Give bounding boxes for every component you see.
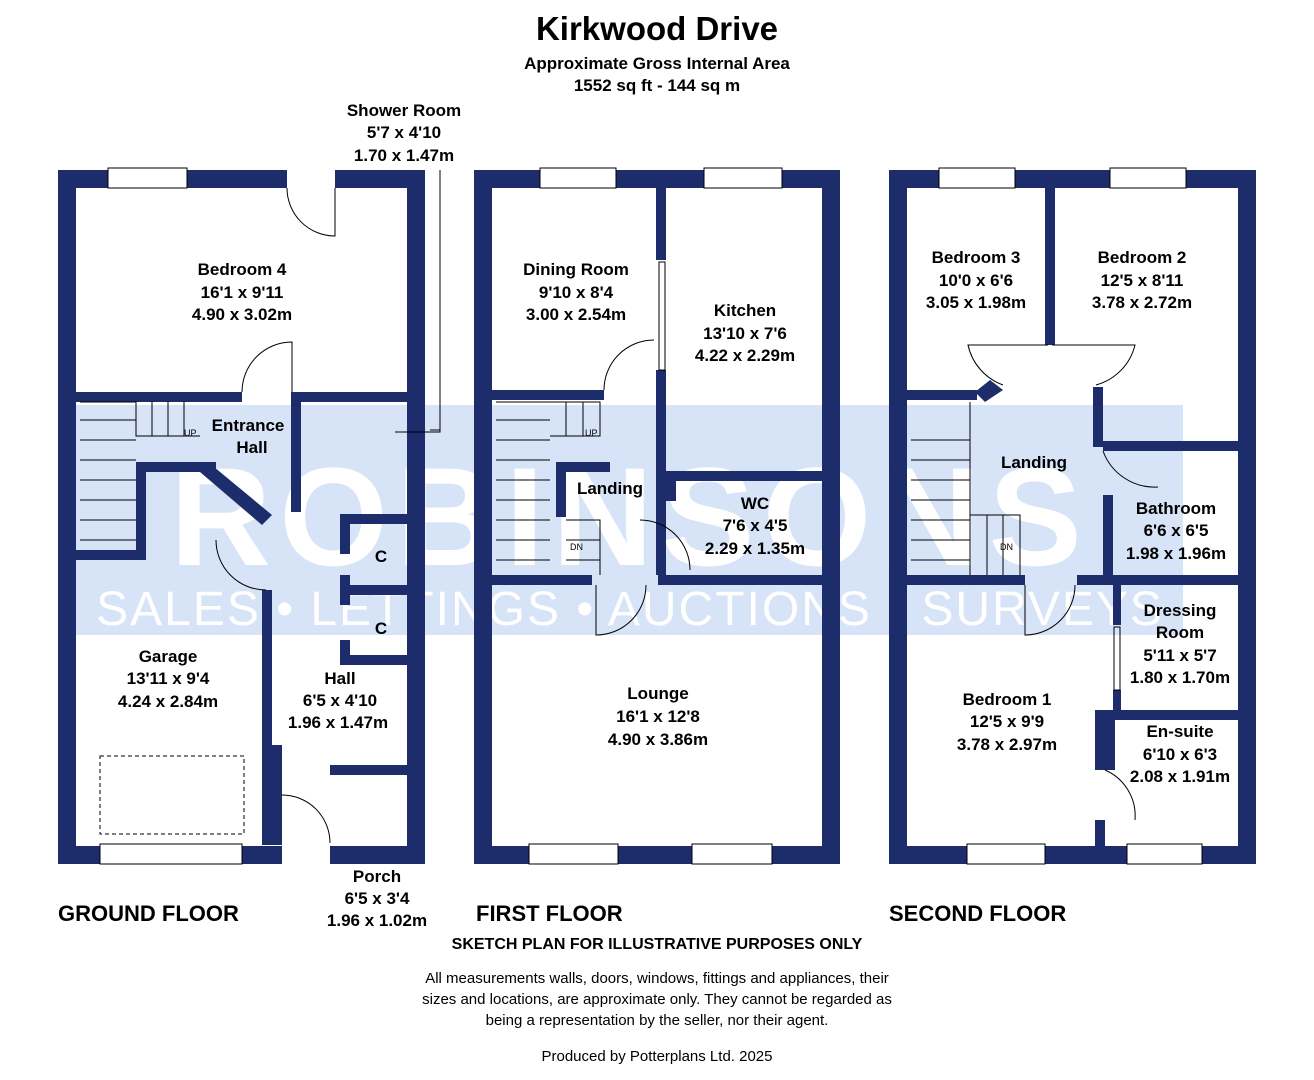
room-porch: Porch 6'5 x 3'4 1.96 x 1.02m bbox=[327, 867, 427, 930]
ground-floor-label: GROUND FLOOR bbox=[58, 901, 239, 926]
sketch-disclaimer: SKETCH PLAN FOR ILLUSTRATIVE PURPOSES ON… bbox=[451, 936, 863, 953]
ground-floor-walls bbox=[58, 170, 425, 864]
plan-subtitle: Approximate Gross Internal Area bbox=[524, 54, 790, 73]
svg-text:Bedroom 1: Bedroom 1 bbox=[963, 690, 1052, 709]
second-stair-down: DN bbox=[1000, 542, 1013, 552]
svg-text:4.22 x 2.29m: 4.22 x 2.29m bbox=[695, 346, 795, 365]
svg-text:5'11 x 5'7: 5'11 x 5'7 bbox=[1143, 646, 1216, 665]
second-floor-rooms: Bedroom 3 10'0 x 6'6 3.05 x 1.98m Bedroo… bbox=[926, 248, 1230, 786]
ground-floor-details bbox=[80, 167, 441, 865]
svg-text:10'0 x 6'6: 10'0 x 6'6 bbox=[939, 271, 1013, 290]
room-bedroom-2: Bedroom 2 12'5 x 8'11 3.78 x 2.72m bbox=[1092, 248, 1192, 312]
svg-text:6'6 x 6'5: 6'6 x 6'5 bbox=[1144, 521, 1209, 540]
svg-text:13'11 x 9'4: 13'11 x 9'4 bbox=[127, 669, 210, 688]
room-dressing-room: Dressing Room 5'11 x 5'7 1.80 x 1.70m bbox=[1130, 601, 1230, 687]
room-lounge: Lounge 16'1 x 12'8 4.90 x 3.86m bbox=[608, 684, 708, 749]
svg-text:1.96 x 1.47m: 1.96 x 1.47m bbox=[288, 713, 388, 732]
svg-text:Kitchen: Kitchen bbox=[714, 301, 776, 320]
room-bathroom: Bathroom 6'6 x 6'5 1.98 x 1.96m bbox=[1126, 499, 1226, 563]
note-line: sizes and locations, are approximate onl… bbox=[422, 991, 892, 1008]
svg-text:Porch: Porch bbox=[353, 867, 401, 886]
svg-text:1.98 x 1.96m: 1.98 x 1.96m bbox=[1126, 544, 1226, 563]
room-dining-room: Dining Room 9'10 x 8'4 3.00 x 2.54m bbox=[523, 260, 629, 324]
svg-text:6'5 x 3'4: 6'5 x 3'4 bbox=[345, 889, 410, 908]
svg-text:Bedroom 2: Bedroom 2 bbox=[1098, 248, 1187, 267]
room-entrance-hall: Entrance Hall bbox=[212, 416, 285, 457]
second-floor-label: SECOND FLOOR bbox=[889, 901, 1066, 926]
room-wc: WC 7'6 x 4'5 2.29 x 1.35m bbox=[705, 494, 805, 558]
watermark: ROBINSONS SALES • LETTINGS • AUCTIONS • … bbox=[75, 405, 1183, 636]
ground-stair-up: UP bbox=[184, 428, 197, 438]
plan-title: Kirkwood Drive bbox=[535, 10, 779, 47]
svg-text:1.80 x 1.70m: 1.80 x 1.70m bbox=[1130, 668, 1230, 687]
watermark-services: SALES • LETTINGS • AUCTIONS • SURVEYS bbox=[96, 583, 1164, 636]
svg-text:3.05 x 1.98m: 3.05 x 1.98m bbox=[926, 293, 1026, 312]
svg-text:2.08 x 1.91m: 2.08 x 1.91m bbox=[1130, 767, 1230, 786]
room-bedroom-4: Bedroom 4 16'1 x 9'11 4.90 x 3.02m bbox=[192, 260, 292, 324]
svg-text:12'5 x 8'11: 12'5 x 8'11 bbox=[1101, 271, 1184, 290]
measurement-notes: All measurements walls, doors, windows, … bbox=[0, 968, 1314, 1031]
svg-text:13'10 x 7'6: 13'10 x 7'6 bbox=[703, 324, 787, 343]
svg-text:Hall: Hall bbox=[324, 669, 355, 688]
svg-text:16'1 x 9'11: 16'1 x 9'11 bbox=[201, 283, 284, 302]
first-stair-down: DN bbox=[570, 542, 583, 552]
second-floor-walls bbox=[889, 170, 1256, 864]
svg-text:Bathroom: Bathroom bbox=[1136, 499, 1216, 518]
first-floor-walls bbox=[474, 170, 840, 864]
watermark-brand: ROBINSONS bbox=[170, 438, 1090, 595]
producer-credit: Produced by Potterplans Ltd. 2025 bbox=[541, 1048, 773, 1065]
svg-text:7'6 x 4'5: 7'6 x 4'5 bbox=[723, 516, 788, 535]
first-stair-up: UP bbox=[585, 428, 598, 438]
svg-text:9'10 x 8'4: 9'10 x 8'4 bbox=[539, 283, 614, 302]
note-line: being a representation by the seller, no… bbox=[485, 1012, 829, 1029]
ground-floor-rooms: Bedroom 4 16'1 x 9'11 4.90 x 3.02m Entra… bbox=[118, 101, 461, 930]
svg-text:4.90 x 3.02m: 4.90 x 3.02m bbox=[192, 305, 292, 324]
svg-text:2.29 x 1.35m: 2.29 x 1.35m bbox=[705, 539, 805, 558]
svg-text:Dining Room: Dining Room bbox=[523, 260, 629, 279]
first-floor-label: FIRST FLOOR bbox=[476, 901, 623, 926]
svg-text:5'7 x 4'10: 5'7 x 4'10 bbox=[367, 123, 441, 142]
room-shower-room: Shower Room 5'7 x 4'10 1.70 x 1.47m bbox=[347, 101, 461, 165]
svg-text:Bedroom 4: Bedroom 4 bbox=[198, 260, 287, 279]
svg-text:Hall: Hall bbox=[236, 438, 267, 457]
room-en-suite: En-suite 6'10 x 6'3 2.08 x 1.91m bbox=[1130, 722, 1230, 786]
room-bedroom-1: Bedroom 1 12'5 x 9'9 3.78 x 2.97m bbox=[957, 690, 1057, 754]
room-cupboard-2: C bbox=[375, 619, 387, 638]
note-line: All measurements walls, doors, windows, … bbox=[425, 970, 889, 987]
svg-text:Lounge: Lounge bbox=[627, 684, 688, 703]
svg-text:16'1 x 12'8: 16'1 x 12'8 bbox=[616, 707, 700, 726]
svg-text:3.78 x 2.72m: 3.78 x 2.72m bbox=[1092, 293, 1192, 312]
first-floor-rooms: Dining Room 9'10 x 8'4 3.00 x 2.54m Kitc… bbox=[523, 260, 805, 749]
room-landing-second: Landing bbox=[1001, 453, 1067, 472]
room-hall: Hall 6'5 x 4'10 1.96 x 1.47m bbox=[288, 669, 388, 732]
svg-text:6'5 x 4'10: 6'5 x 4'10 bbox=[303, 691, 377, 710]
first-floor-details bbox=[496, 167, 783, 865]
svg-text:3.00 x 2.54m: 3.00 x 2.54m bbox=[526, 305, 626, 324]
plan-area: 1552 sq ft - 144 sq m bbox=[573, 76, 741, 95]
svg-text:Bedroom 3: Bedroom 3 bbox=[932, 248, 1021, 267]
svg-text:12'5 x 9'9: 12'5 x 9'9 bbox=[970, 712, 1044, 731]
svg-text:Shower Room: Shower Room bbox=[347, 101, 461, 120]
room-kitchen: Kitchen 13'10 x 7'6 4.22 x 2.29m bbox=[695, 301, 795, 365]
svg-text:3.78 x 2.97m: 3.78 x 2.97m bbox=[957, 735, 1057, 754]
room-cupboard-1: C bbox=[375, 547, 387, 566]
svg-text:Room: Room bbox=[1156, 623, 1204, 642]
second-floor-details bbox=[911, 167, 1203, 865]
room-bedroom-3: Bedroom 3 10'0 x 6'6 3.05 x 1.98m bbox=[926, 248, 1026, 312]
svg-text:Dressing: Dressing bbox=[1144, 601, 1217, 620]
svg-text:Entrance: Entrance bbox=[212, 416, 285, 435]
svg-text:1.70 x 1.47m: 1.70 x 1.47m bbox=[354, 146, 454, 165]
svg-text:6'10 x 6'3: 6'10 x 6'3 bbox=[1143, 745, 1217, 764]
svg-text:Garage: Garage bbox=[139, 647, 198, 666]
svg-text:4.24 x 2.84m: 4.24 x 2.84m bbox=[118, 692, 218, 711]
room-landing-first: Landing bbox=[577, 479, 643, 498]
svg-text:En-suite: En-suite bbox=[1146, 722, 1213, 741]
svg-text:WC: WC bbox=[741, 494, 769, 513]
svg-text:1.96 x 1.02m: 1.96 x 1.02m bbox=[327, 911, 427, 930]
room-garage: Garage 13'11 x 9'4 4.24 x 2.84m bbox=[118, 647, 218, 711]
svg-text:4.90 x 3.86m: 4.90 x 3.86m bbox=[608, 730, 708, 749]
